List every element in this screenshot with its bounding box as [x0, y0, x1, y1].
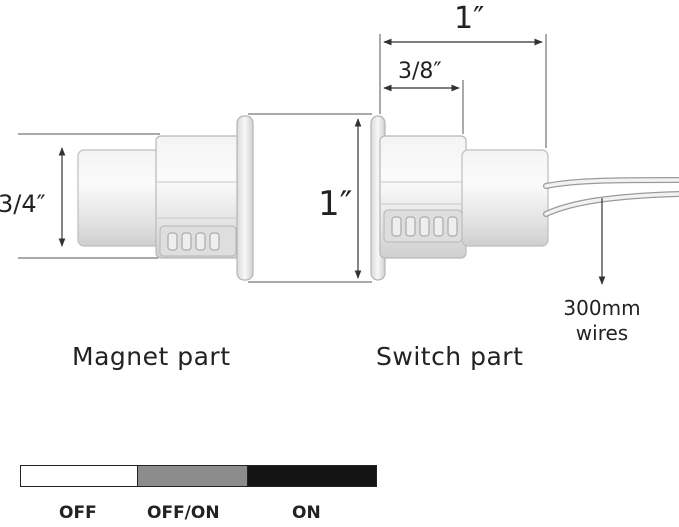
wire-length-label: 300mm wires	[554, 296, 650, 346]
wire-word: wires	[575, 321, 629, 345]
overall-length-text: 1″	[454, 1, 484, 36]
switch-rear-cylinder	[461, 149, 549, 247]
status-label-off-on: OFF/ON	[147, 503, 220, 523]
dimension-lines	[18, 34, 606, 285]
status-label-off: OFF	[59, 503, 97, 523]
magnet-front-cylinder	[77, 149, 161, 247]
switch-part-label: Switch part	[376, 342, 524, 371]
wire-length-value: 300mm	[563, 296, 641, 320]
magnet-flange	[236, 115, 254, 281]
switch-segment-text: 3/8″	[398, 59, 442, 84]
magnet-diameter-text: 3/4″	[0, 190, 46, 218]
flange-diameter-text: 1″	[318, 184, 352, 224]
status-segment-off-on	[137, 465, 248, 487]
magnet-part-label: Magnet part	[72, 342, 231, 371]
magnet-part	[77, 115, 254, 281]
status-segment-on	[247, 465, 377, 487]
lead-wires	[543, 177, 679, 217]
status-segment-off	[20, 465, 138, 487]
status-label-on: ON	[292, 503, 321, 523]
switch-part	[370, 115, 679, 281]
